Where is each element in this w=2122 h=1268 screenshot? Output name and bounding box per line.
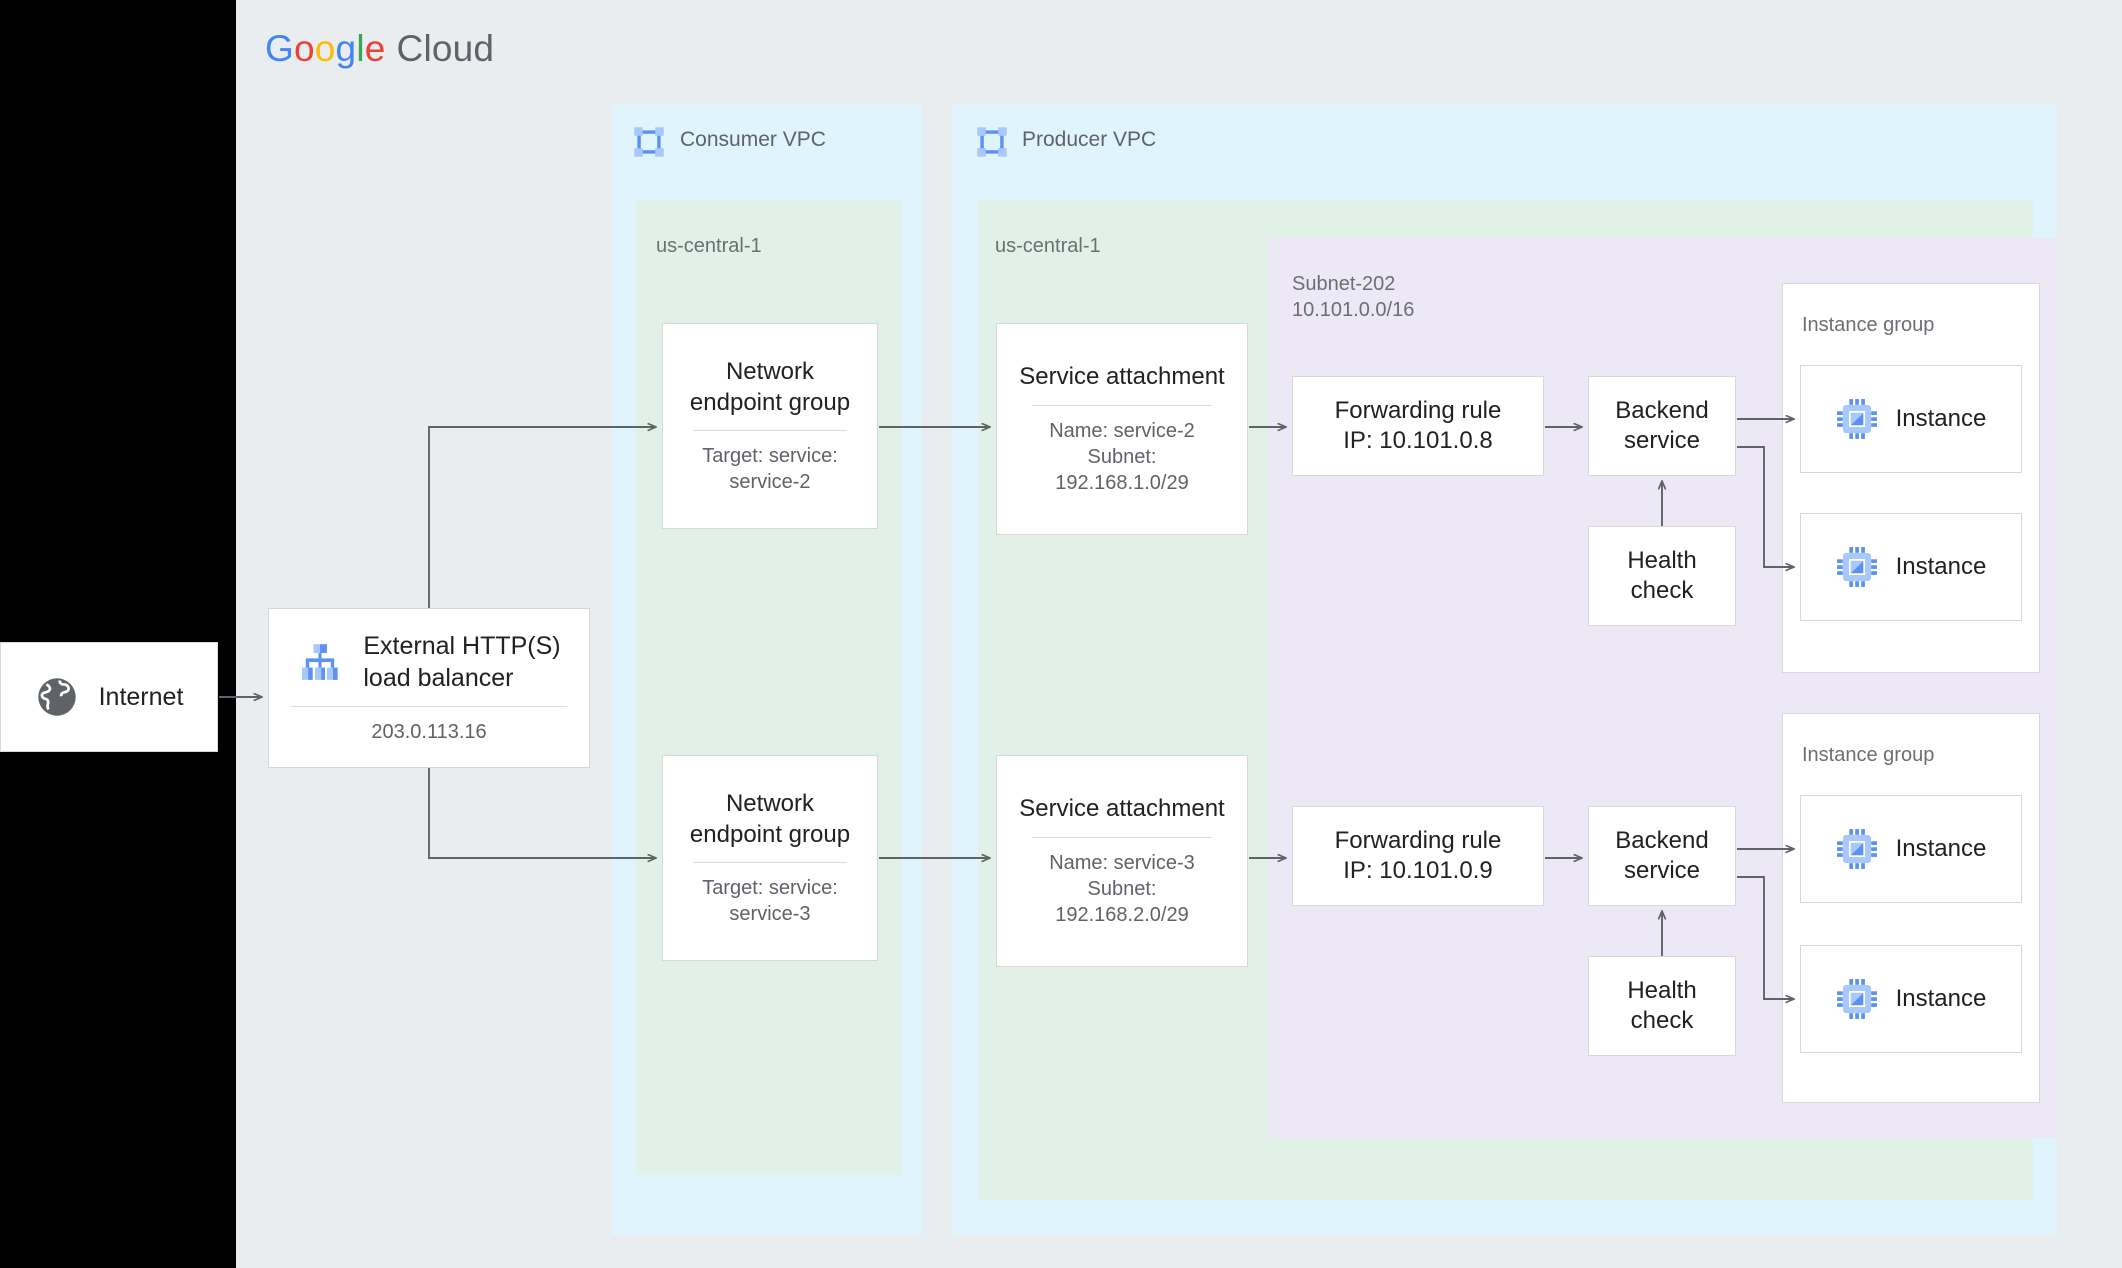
- subnet-label: Subnet-202 10.101.0.0/16: [1292, 272, 1414, 323]
- load-balancer-title: External HTTP(S) load balancer: [363, 632, 561, 692]
- forwarding-rule-text-1: Forwarding rule IP: 10.101.0.8: [1334, 396, 1502, 454]
- subnet-name: Subnet-202: [1292, 273, 1396, 295]
- instance-chip-icon: [1836, 828, 1878, 870]
- service-attachment-details-1: Name: service-2 Subnet: 192.168.1.0/29: [1049, 419, 1195, 494]
- service-attachment-title-1: Service attachment: [1019, 363, 1225, 391]
- logo-cloud-word: Cloud: [396, 28, 495, 69]
- logo-letter-l: l: [356, 28, 365, 69]
- forwarding-rule-text-2: Forwarding rule IP: 10.101.0.9: [1334, 826, 1502, 884]
- subnet-cidr: 10.101.0.0/16: [1292, 298, 1415, 321]
- globe-icon: [35, 675, 79, 719]
- internet-label: Internet: [98, 682, 184, 711]
- health-check-text-2: Health check: [1627, 976, 1697, 1034]
- instance-group-label-2: Instance group: [1802, 744, 1935, 766]
- load-balancer-ip: 203.0.113.16: [371, 720, 487, 743]
- service-attachment-divider-1: [1032, 404, 1212, 406]
- logo-letter-g2: g: [335, 28, 357, 69]
- logo-letter-o1: o: [293, 28, 315, 69]
- instance-chip-icon: [1836, 978, 1878, 1020]
- forwarding-rule-card-2[interactable]: Forwarding rule IP: 10.101.0.9: [1292, 806, 1544, 906]
- logo-letter-g1: G: [265, 28, 294, 69]
- neg-title-1: Network endpoint group: [689, 358, 851, 416]
- instance-card-1[interactable]: Instance: [1800, 365, 2022, 473]
- backend-service-text-2: Backend service: [1615, 826, 1709, 884]
- instance-label-4: Instance: [1895, 985, 1987, 1012]
- instance-card-3[interactable]: Instance: [1800, 795, 2022, 903]
- health-check-card-2[interactable]: Health check: [1588, 956, 1736, 1056]
- load-balancer-icon: [297, 640, 343, 686]
- logo-letter-o2: o: [314, 28, 336, 69]
- backend-service-card-2[interactable]: Backend service: [1588, 806, 1736, 906]
- service-attachment-title-2: Service attachment: [1019, 795, 1225, 823]
- backend-service-text-1: Backend service: [1615, 396, 1709, 454]
- service-attachment-divider-2: [1032, 836, 1212, 838]
- instance-chip-icon: [1836, 546, 1878, 588]
- load-balancer-card[interactable]: External HTTP(S) load balancer 203.0.113…: [268, 608, 590, 768]
- forwarding-rule-card-1[interactable]: Forwarding rule IP: 10.101.0.8: [1292, 376, 1544, 476]
- instance-label-3: Instance: [1895, 835, 1987, 862]
- service-attachment-details-2: Name: service-3 Subnet: 192.168.2.0/29: [1049, 851, 1195, 926]
- service-attachment-card-2[interactable]: Service attachment Name: service-3 Subne…: [996, 755, 1248, 967]
- instance-label-2: Instance: [1895, 553, 1987, 580]
- producer-region-label: us-central-1: [995, 235, 1101, 257]
- instance-label-1: Instance: [1895, 405, 1987, 432]
- neg-divider-1: [692, 429, 848, 431]
- backend-service-card-1[interactable]: Backend service: [1588, 376, 1736, 476]
- consumer-vpc-title: Consumer VPC: [680, 128, 826, 151]
- neg-title-2: Network endpoint group: [689, 790, 851, 848]
- neg-divider-2: [692, 861, 848, 863]
- logo-letter-e: e: [364, 28, 386, 69]
- neg-target-1: Target: service: service-2: [702, 444, 838, 493]
- service-attachment-card-1[interactable]: Service attachment Name: service-2 Subne…: [996, 323, 1248, 535]
- instance-group-label-1: Instance group: [1802, 314, 1935, 336]
- health-check-text-1: Health check: [1627, 546, 1697, 604]
- producer-vpc-title: Producer VPC: [1022, 128, 1157, 151]
- internet-card[interactable]: Internet: [0, 642, 218, 752]
- load-balancer-divider: [291, 705, 567, 707]
- load-balancer-header: External HTTP(S) load balancer: [277, 631, 580, 694]
- instance-chip-icon: [1836, 398, 1878, 440]
- vpc-icon: [632, 125, 666, 159]
- network-endpoint-group-card-1[interactable]: Network endpoint group Target: service: …: [662, 323, 878, 529]
- instance-card-4[interactable]: Instance: [1800, 945, 2022, 1053]
- health-check-card-1[interactable]: Health check: [1588, 526, 1736, 626]
- consumer-region-label: us-central-1: [656, 235, 762, 257]
- neg-target-2: Target: service: service-3: [702, 876, 838, 925]
- instance-card-2[interactable]: Instance: [1800, 513, 2022, 621]
- network-endpoint-group-card-2[interactable]: Network endpoint group Target: service: …: [662, 755, 878, 961]
- vpc-icon: [975, 125, 1009, 159]
